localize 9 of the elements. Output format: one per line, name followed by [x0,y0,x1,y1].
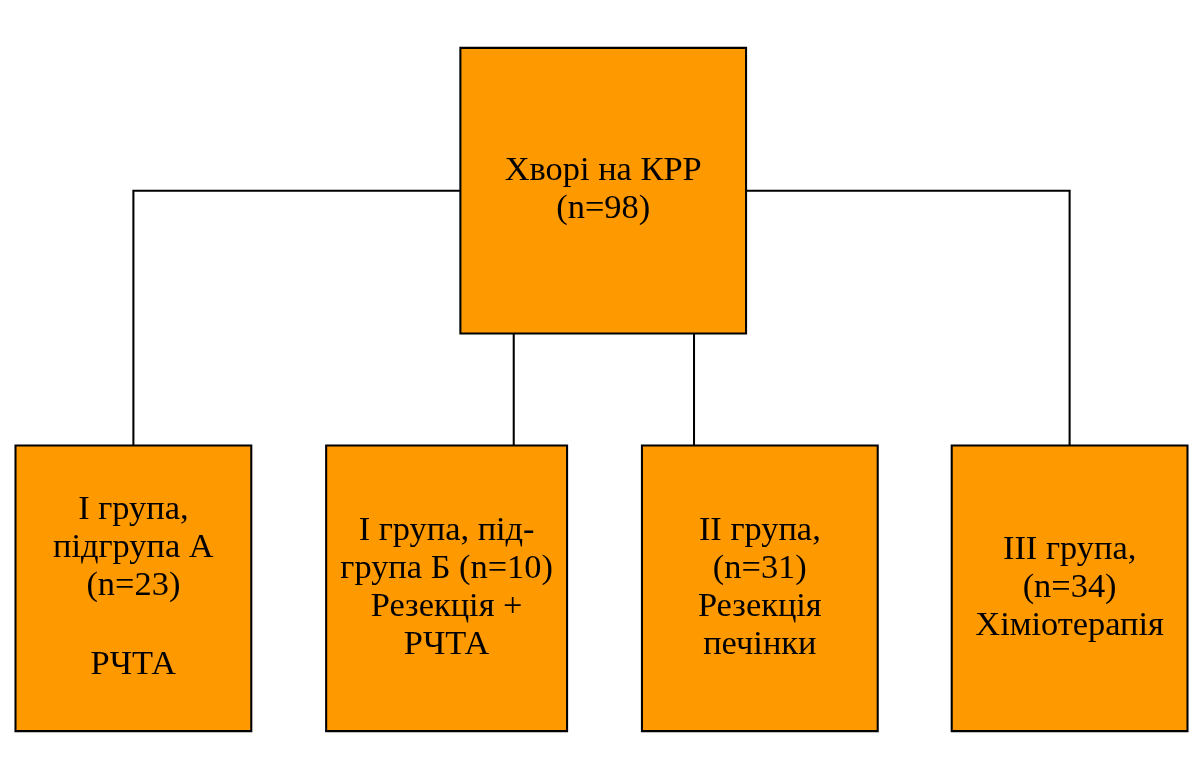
node-box: І група, під-група Б (n=10) Резекція + РЧТА [325,443,569,732]
connector [512,333,515,445]
connector [132,189,461,445]
node-box: ІІІ група, (n=34) Хіміотерапія [950,443,1189,732]
connector [692,333,696,445]
node-box: Хворі на КРР (n=98) [459,46,748,335]
node-box: І група, підгрупа А (n=23) РЧТА [14,443,253,732]
connector [746,189,1071,445]
node-box: ІІ група, (n=31) Резекція печінки [640,443,879,732]
